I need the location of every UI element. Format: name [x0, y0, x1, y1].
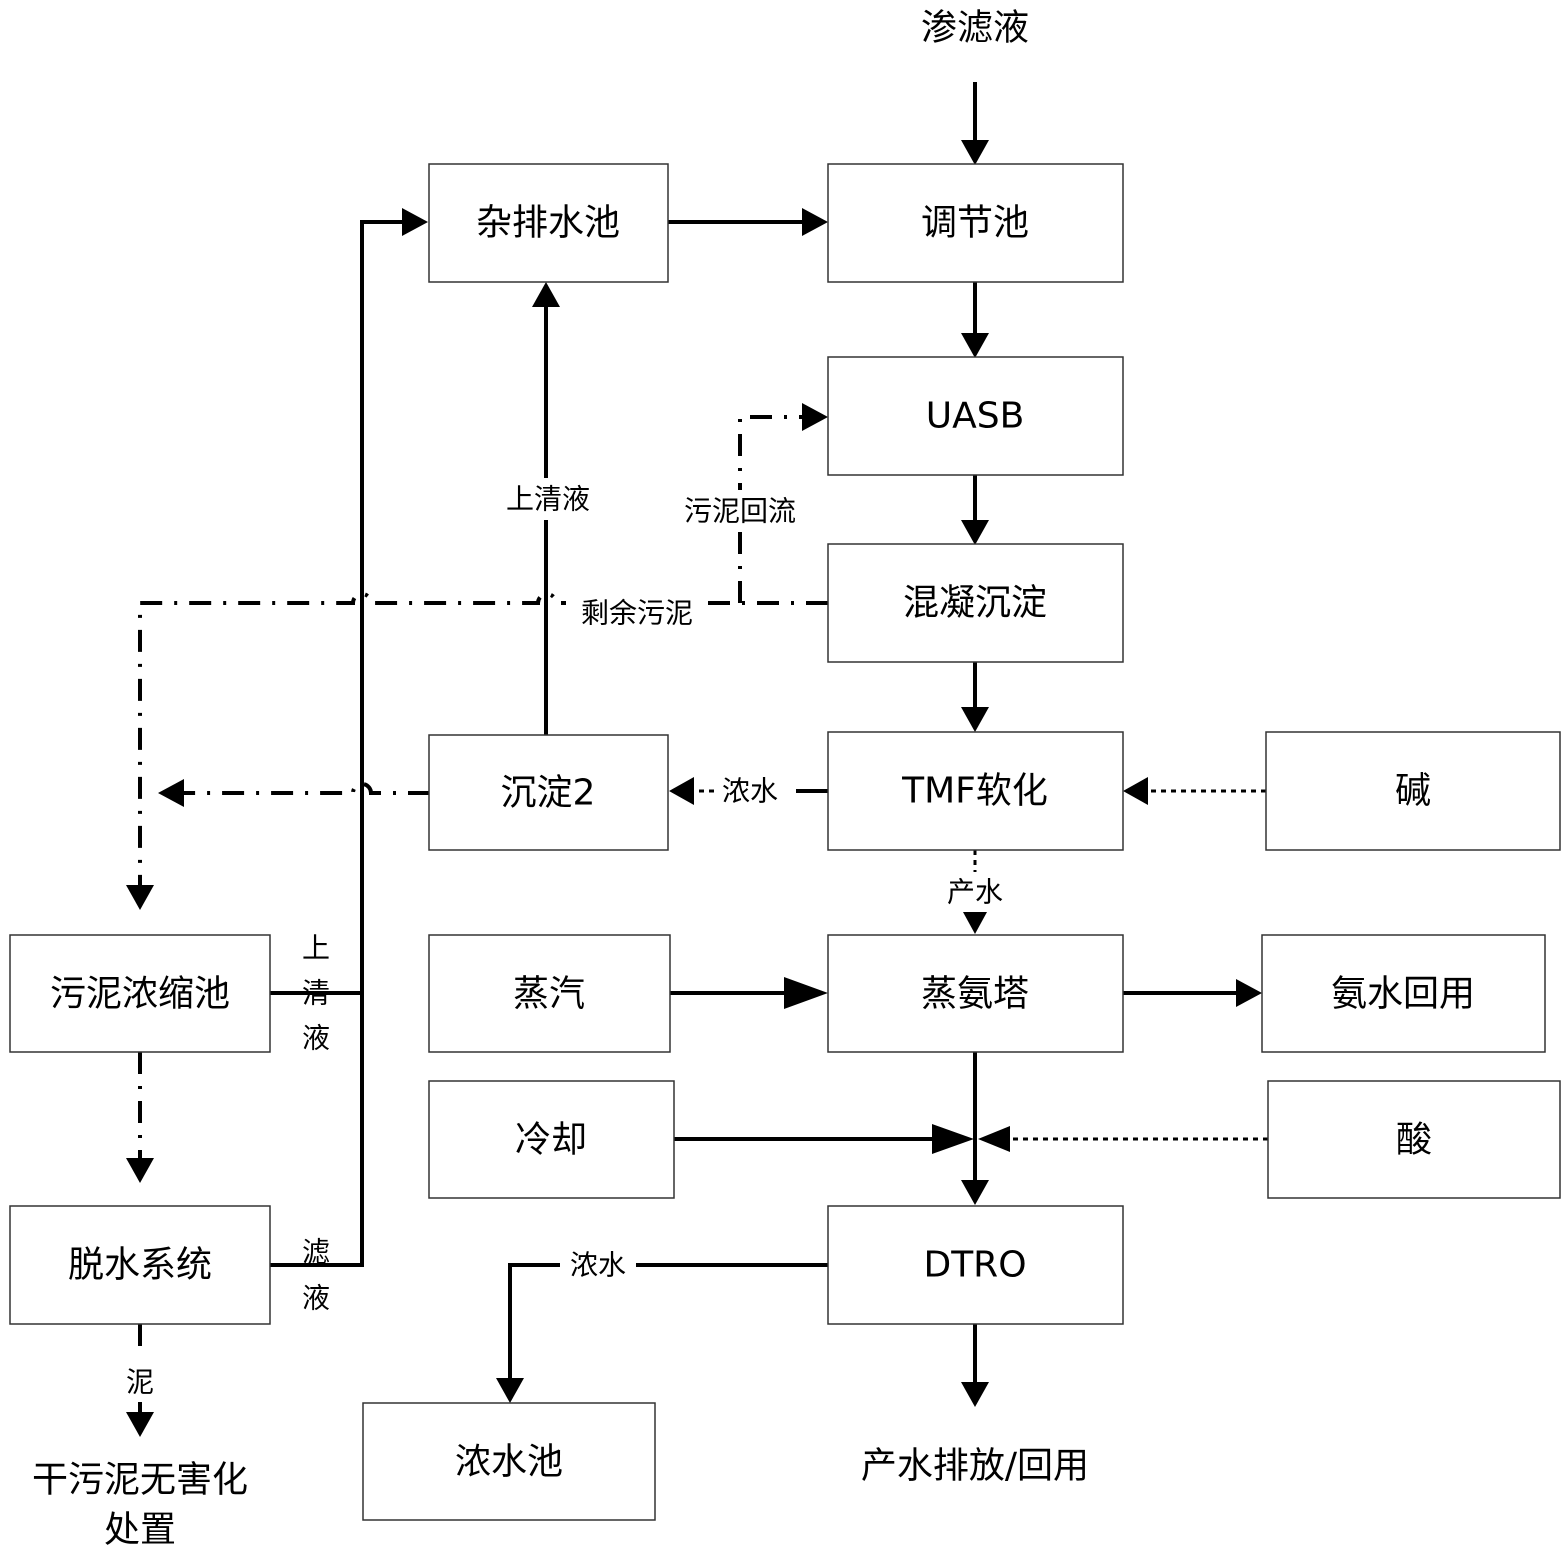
arrowhead	[669, 777, 694, 805]
arrowhead	[963, 912, 987, 934]
node-label: 冷却	[515, 1120, 587, 1161]
edge-filtrate-to-misc	[270, 220, 402, 1267]
node-uasb: UASB	[827, 356, 1124, 476]
node-label: 污泥浓缩池	[50, 974, 230, 1015]
node-label: TMF软化	[901, 771, 1048, 812]
node-dtro: DTRO	[827, 1205, 1124, 1325]
arrowhead	[496, 1378, 524, 1403]
arrowhead	[532, 282, 560, 307]
label-brine-dtro: 浓水	[570, 1249, 626, 1282]
label-sludge: 泥	[126, 1366, 154, 1399]
node-coagulation-sedimentation: 混凝沉淀	[827, 543, 1124, 663]
label-sludge-return: 污泥回流	[684, 495, 796, 528]
label-supernatant-v3: 液	[302, 1022, 330, 1055]
edge-sludge-return	[738, 415, 802, 603]
arrowhead	[802, 208, 828, 236]
arrowhead	[402, 208, 428, 236]
node-tmf-softening: TMF软化	[827, 731, 1124, 851]
label-bg	[494, 478, 600, 520]
node-ammonia-reuse: 氨水回用	[1261, 934, 1546, 1053]
arrowhead	[961, 333, 989, 358]
label-excess-sludge: 剩余污泥	[581, 597, 693, 630]
label-supernatant-v1: 上	[302, 932, 330, 965]
edge-dtro-to-brine-b	[508, 1263, 560, 1378]
node-product-output: 产水排放/回用	[861, 1446, 1089, 1487]
label-bg	[936, 872, 1014, 912]
node-label: 杂排水池	[476, 203, 620, 244]
arrowhead	[978, 1126, 1010, 1152]
node-brine-tank: 浓水池	[362, 1402, 656, 1521]
arrowhead	[126, 885, 154, 910]
label-product-water: 产水	[947, 876, 1003, 909]
node-alkali: 碱	[1265, 731, 1561, 851]
node-regulating-tank: 调节池	[827, 163, 1124, 283]
node-label: UASB	[926, 396, 1025, 437]
arrowhead	[1236, 979, 1262, 1007]
arrowhead	[1123, 777, 1148, 805]
node-sludge-thickener: 污泥浓缩池	[9, 934, 271, 1053]
node-cooling: 冷却	[428, 1080, 675, 1199]
node-label: 碱	[1395, 771, 1431, 812]
node-leachate: 渗滤液	[921, 8, 1029, 49]
label-bg	[670, 490, 810, 532]
label-bg	[566, 592, 708, 632]
node-ammonia-stripping-tower: 蒸氨塔	[827, 934, 1124, 1053]
node-dry-sludge-line2: 处置	[104, 1510, 176, 1551]
arrowhead	[126, 1412, 154, 1437]
arrowhead	[961, 1382, 989, 1407]
arrowhead	[158, 779, 184, 807]
arrowhead	[126, 1158, 154, 1183]
arrowhead	[784, 977, 828, 1009]
arrowhead	[932, 1124, 974, 1154]
arrowhead	[961, 140, 989, 165]
node-label: 沉淀2	[501, 773, 596, 814]
node-label: 浓水池	[455, 1442, 563, 1483]
label-brine-tmf: 浓水	[722, 775, 778, 808]
node-label: 混凝沉淀	[903, 583, 1047, 624]
arrowhead	[802, 403, 828, 431]
node-label: 酸	[1396, 1120, 1432, 1161]
node-sedimentation-2: 沉淀2	[428, 734, 669, 851]
arrowhead	[961, 1180, 989, 1205]
node-label: 氨水回用	[1331, 974, 1475, 1015]
arrowhead	[961, 707, 989, 732]
node-dry-sludge-line1: 干污泥无害化	[32, 1460, 248, 1501]
label-supernatant-v2: 清	[302, 977, 330, 1010]
node-label: DTRO	[923, 1245, 1026, 1286]
node-steam: 蒸汽	[428, 934, 671, 1053]
arrowhead	[961, 520, 989, 545]
node-label: 蒸氨塔	[921, 974, 1029, 1015]
node-label: 脱水系统	[68, 1245, 212, 1286]
label-filtrate-v1: 滤	[302, 1236, 330, 1269]
node-label: 蒸汽	[513, 974, 585, 1015]
node-acid: 酸	[1267, 1080, 1561, 1199]
label-filtrate-v2: 液	[302, 1282, 330, 1315]
edge-excess-sludge	[138, 592, 828, 885]
node-label: 调节池	[921, 203, 1029, 244]
node-misc-drain-tank: 杂排水池	[428, 163, 669, 283]
label-supernatant: 上清液	[506, 483, 590, 516]
edge-sed2-sludge	[184, 782, 430, 795]
node-dewatering-system: 脱水系统	[9, 1205, 271, 1325]
